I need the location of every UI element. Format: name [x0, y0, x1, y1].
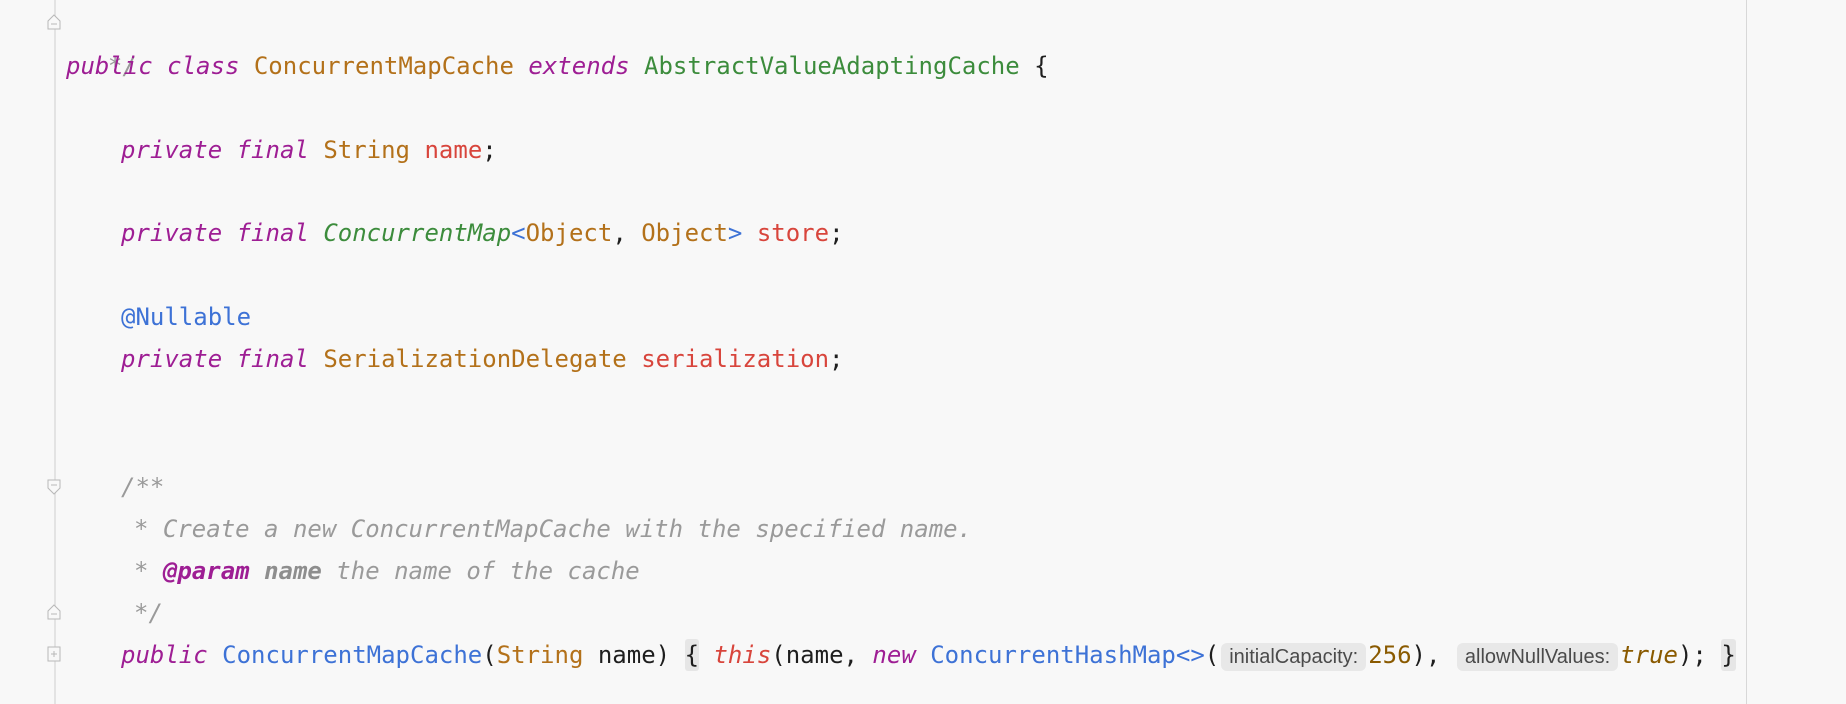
javadoc-param-name[interactable]: name	[264, 557, 322, 585]
fold-expand-icon[interactable]	[47, 646, 61, 662]
comma: ,	[612, 219, 642, 247]
fold-end-icon[interactable]	[47, 604, 61, 620]
class-name[interactable]: ConcurrentMapCache	[253, 52, 514, 80]
code-line-field-name: private final String name;	[121, 129, 497, 171]
keyword: final	[236, 219, 309, 247]
keyword: private	[121, 345, 223, 373]
interface-name[interactable]: ConcurrentMap	[323, 219, 512, 247]
paren: (	[482, 641, 497, 669]
keyword: class	[167, 52, 240, 80]
keyword: public	[121, 641, 208, 669]
code-line-field-store: private final ConcurrentMap<Object, Obje…	[121, 212, 844, 254]
code-line-field-serialization: private final SerializationDelegate seri…	[121, 338, 844, 380]
javadoc-star: *	[134, 557, 163, 585]
diamond-operator: <>	[1175, 641, 1205, 669]
param-name[interactable]: name)	[583, 641, 671, 669]
fold-end-icon[interactable]	[47, 14, 61, 30]
paren: (	[1204, 641, 1220, 669]
keyword: new	[872, 641, 916, 669]
constructor-call-name[interactable]: ConcurrentHashMap	[930, 641, 1176, 669]
fold-start-icon[interactable]	[47, 479, 61, 495]
field-name[interactable]: store	[756, 219, 830, 247]
code-line-javadoc-close: */	[134, 592, 163, 634]
type-arg[interactable]: Object	[525, 219, 613, 247]
field-name[interactable]: name	[424, 136, 483, 164]
field-name[interactable]: serialization	[641, 345, 830, 373]
keyword: final	[236, 136, 309, 164]
folded-brace-open[interactable]: {	[684, 639, 700, 671]
code-line-class-declaration: public class ConcurrentMapCache extends …	[66, 45, 1049, 87]
keyword: public	[66, 52, 153, 80]
inlay-hint-allow-null-values: allowNullValues:	[1456, 643, 1619, 671]
semicolon: ;	[829, 219, 844, 247]
keyword: extends	[528, 52, 630, 80]
keyword: final	[236, 345, 309, 373]
punctuation: );	[1677, 641, 1707, 669]
right-margin-guide	[1746, 0, 1747, 704]
folded-brace-close[interactable]: }	[1721, 639, 1736, 671]
base-class-name[interactable]: AbstractValueAdaptingCache	[644, 52, 1020, 80]
annotation[interactable]: @Nullable	[121, 303, 252, 331]
brace: {	[1034, 52, 1049, 80]
punctuation: ),	[1411, 641, 1441, 669]
call-args: (name,	[771, 641, 873, 669]
type-name[interactable]: String	[323, 136, 411, 164]
comment-text: */	[107, 52, 137, 80]
code-line-comment-end: */	[79, 3, 137, 80]
javadoc-close: */	[134, 599, 163, 627]
javadoc-param-tag: @param	[162, 557, 250, 585]
generic-bracket: <	[511, 219, 526, 247]
type-name[interactable]: SerializationDelegate	[323, 345, 627, 373]
constructor-name[interactable]: ConcurrentMapCache	[222, 641, 483, 669]
keyword: private	[121, 219, 223, 247]
number-literal[interactable]: 256	[1368, 641, 1412, 669]
code-line-javadoc-param: * @param name the name of the cache	[134, 550, 640, 592]
type-arg[interactable]: Object	[641, 219, 728, 247]
type-name[interactable]: String	[496, 641, 584, 669]
javadoc-open: /**	[121, 473, 165, 501]
keyword: private	[121, 136, 223, 164]
inlay-hint-initial-capacity: initialCapacity:	[1221, 643, 1367, 671]
keyword-this[interactable]: this	[713, 641, 772, 669]
code-line-constructor: public ConcurrentMapCache(String name) {…	[121, 634, 1736, 676]
semicolon: ;	[829, 345, 844, 373]
code-line-javadoc-open: /**	[121, 466, 164, 508]
javadoc-text: * Create a new ConcurrentMapCache with t…	[134, 515, 973, 543]
boolean-literal[interactable]: true	[1620, 641, 1678, 669]
generic-bracket: >	[727, 219, 743, 247]
code-line-javadoc-description: * Create a new ConcurrentMapCache with t…	[134, 508, 972, 550]
semicolon: ;	[482, 136, 497, 164]
code-line-annotation: @Nullable	[121, 296, 251, 338]
javadoc-param-desc: the name of the cache	[321, 557, 640, 585]
editor-gutter-line	[54, 0, 56, 704]
